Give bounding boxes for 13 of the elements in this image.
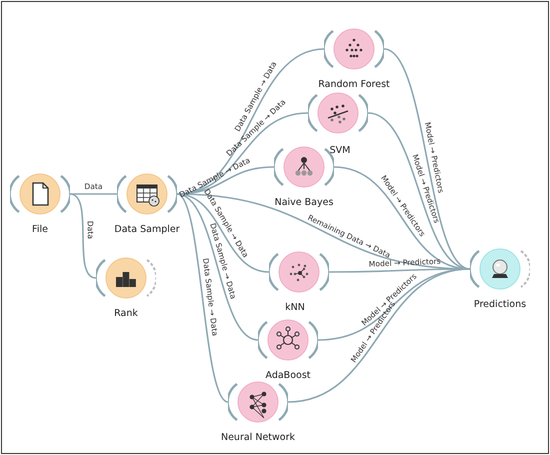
connector: [70, 193, 117, 195]
node-label: Random Forest: [318, 79, 390, 90]
node-label: Predictions: [474, 299, 526, 310]
node-label: kNN: [285, 302, 305, 313]
connector: [70, 193, 96, 279]
node-label: AdaBoost: [266, 370, 310, 381]
node-label: Rank: [114, 308, 138, 319]
node-label: Neural Network: [220, 432, 296, 443]
node-label: SVM: [330, 145, 350, 156]
node-label: File: [32, 224, 48, 235]
node-label: Data Sampler: [114, 224, 180, 235]
node-label: Naive Bayes: [274, 197, 334, 208]
connector: [176, 193, 228, 403]
